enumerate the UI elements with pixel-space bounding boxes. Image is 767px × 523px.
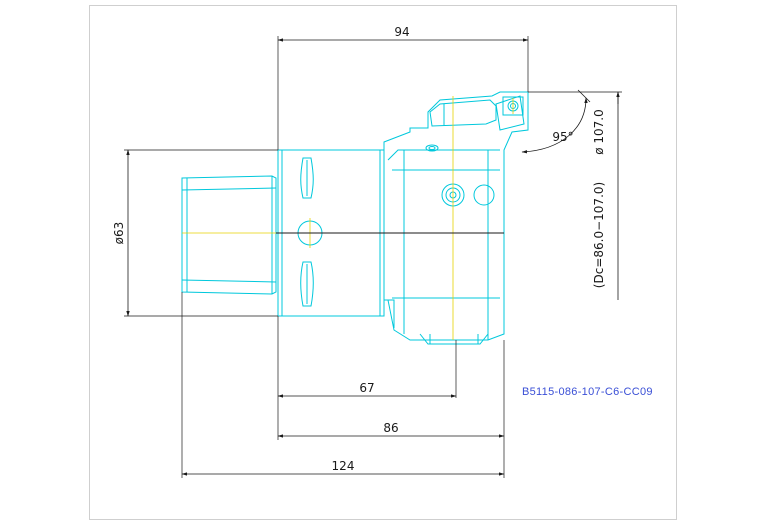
dim-label-107: ø 107.0 [592, 109, 606, 155]
part-code-label: B5115-086-107-C6-CC09 [522, 386, 653, 398]
center-lines [182, 96, 514, 340]
extension-lines [124, 36, 622, 478]
dimension-lines [126, 38, 620, 476]
dim-label-86: 86 [383, 421, 398, 435]
dim-label-95-angle: 95° [552, 130, 573, 144]
angle-arc-95 [521, 97, 588, 154]
dim-label-63: ø63 [112, 222, 126, 245]
tool-body-outline [181, 91, 529, 345]
dim-label-124: 124 [332, 459, 355, 473]
shank-pilot [181, 175, 277, 295]
dim-label-94: 94 [394, 25, 409, 39]
cutter-head [383, 91, 529, 345]
dim-label-dc-range: (Dc=86.0−107.0) [592, 182, 606, 288]
dimension-labels: 94 67 86 124 ø63 ø 107.0 (Dc=86.0−107.0)… [112, 25, 606, 473]
dim-label-67: 67 [359, 381, 374, 395]
